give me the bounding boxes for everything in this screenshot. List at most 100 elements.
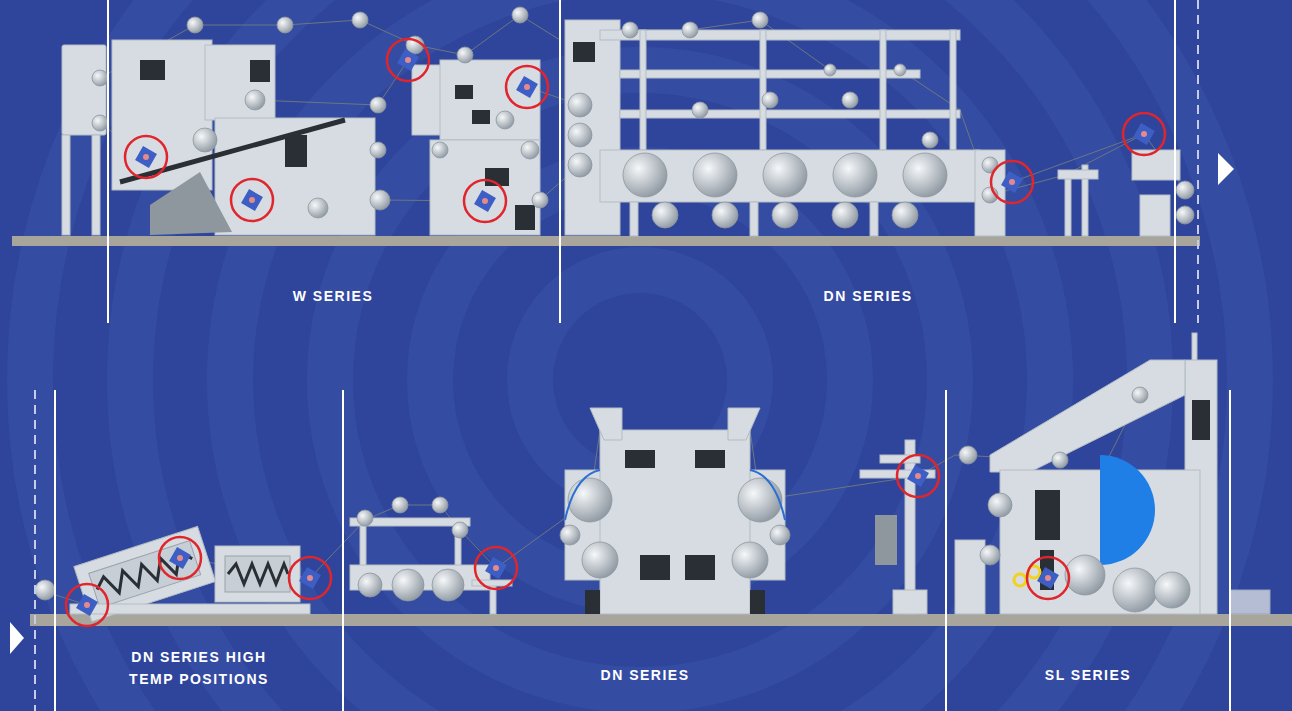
guide-highlight <box>475 547 517 589</box>
dn-series-machine <box>560 525 580 545</box>
dn-series-machine <box>600 150 980 202</box>
dn-series-machine <box>894 64 906 76</box>
dn-series-machine <box>1176 206 1194 224</box>
w-series-machine <box>277 17 293 33</box>
dn-series-machine <box>582 542 618 578</box>
guide-highlight <box>1037 567 1059 589</box>
guide-highlight <box>907 465 929 487</box>
sl-series-machine <box>1192 333 1197 363</box>
continuation-arrow <box>10 153 1234 654</box>
dn-series-machine <box>760 30 766 150</box>
dn-series-machine <box>763 153 807 197</box>
sl-series-machine <box>1100 455 1155 565</box>
section-divider <box>342 390 344 711</box>
dn-series-machine <box>432 569 464 601</box>
dn-series-machine <box>693 153 737 197</box>
section-divider <box>1197 0 1199 323</box>
guide-highlight <box>299 567 321 589</box>
dn-series-machine <box>695 450 725 468</box>
dn-series-machine <box>832 202 858 228</box>
dn-series-machine <box>762 92 778 108</box>
guide-highlight <box>289 557 331 599</box>
dn-series-machine <box>772 202 798 228</box>
guide-highlight <box>1045 575 1051 581</box>
w-series-machine <box>245 90 265 110</box>
w-series-machine <box>120 120 345 182</box>
guide-highlight <box>84 602 90 608</box>
sl-series-machine <box>1113 568 1157 612</box>
guide-highlight <box>387 39 429 81</box>
guide-highlight <box>464 180 506 222</box>
w-series-machine <box>250 60 270 82</box>
w-series-machine <box>370 190 390 210</box>
continuation-arrow <box>1218 153 1234 185</box>
guide-highlight <box>506 66 548 108</box>
w-series-machine <box>92 70 108 86</box>
guide-highlight <box>482 198 488 204</box>
section-label: DN SERIES HIGH TEMP POSITIONS <box>114 646 284 690</box>
sl-series-machine <box>1035 490 1060 540</box>
dn-series-machine <box>630 202 638 236</box>
dn-series-machine <box>585 590 600 614</box>
guide-highlight <box>506 66 548 108</box>
guide-highlight <box>66 584 108 626</box>
dn-series-machine <box>905 440 915 614</box>
guide-highlight <box>307 575 313 581</box>
dn-series-machine <box>750 202 758 236</box>
w-series-machine <box>193 128 217 152</box>
guide-highlight <box>1027 557 1069 599</box>
sl-series-machine <box>990 360 1185 472</box>
guide-highlight <box>66 584 108 626</box>
dn-series-machine <box>950 30 956 150</box>
w-series-machine <box>440 60 540 140</box>
guide-highlight <box>159 537 201 579</box>
w-series-machine <box>432 142 448 158</box>
dn-series-machine <box>568 478 612 522</box>
w-series-machine <box>140 60 165 80</box>
dn-series-machine <box>652 202 678 228</box>
dn-series-machine <box>600 30 960 40</box>
dn-series-machine <box>640 555 670 580</box>
guide-highlight <box>475 547 517 589</box>
guide-highlight <box>231 179 273 221</box>
dn-series-machine <box>623 153 667 197</box>
dn-series-machine <box>358 573 382 597</box>
dn-series-machine <box>1140 195 1170 236</box>
guide-highlight <box>249 197 255 203</box>
dn-series-machine <box>360 526 366 566</box>
background <box>30 0 1250 711</box>
dn-series-machine <box>350 408 935 614</box>
guide-highlight <box>76 594 98 616</box>
dn-series-machine <box>732 542 768 578</box>
w-series-machine <box>457 47 473 63</box>
dn-series-machine <box>620 70 920 78</box>
guide-highlight <box>524 84 530 90</box>
guide-highlight <box>1123 113 1165 155</box>
guide-highlight <box>897 455 939 497</box>
guide-highlight <box>991 161 1033 203</box>
guide-highlight <box>991 161 1033 203</box>
background <box>530 270 750 490</box>
dn-series-machine <box>392 497 408 513</box>
dn-series-machine <box>625 450 655 468</box>
section-divider <box>1229 390 1231 711</box>
guide-highlight <box>143 154 149 160</box>
guide-highlight <box>289 557 331 599</box>
w-series-machine <box>92 115 108 131</box>
dn-series-machine <box>640 30 646 150</box>
guide-highlight <box>915 473 921 479</box>
dn-series-machine <box>432 497 448 513</box>
background <box>230 0 1050 711</box>
continuation-arrow <box>10 622 24 654</box>
dn-series-machine <box>565 470 785 520</box>
dn-series-machine <box>392 569 424 601</box>
dn-series-machine <box>692 102 708 118</box>
w-series-machine <box>352 12 368 28</box>
dn-series-machine <box>568 123 592 147</box>
dn-series-machine <box>600 430 750 614</box>
dn-series-machine <box>1065 175 1071 236</box>
section-label: SL SERIES <box>1045 664 1131 686</box>
